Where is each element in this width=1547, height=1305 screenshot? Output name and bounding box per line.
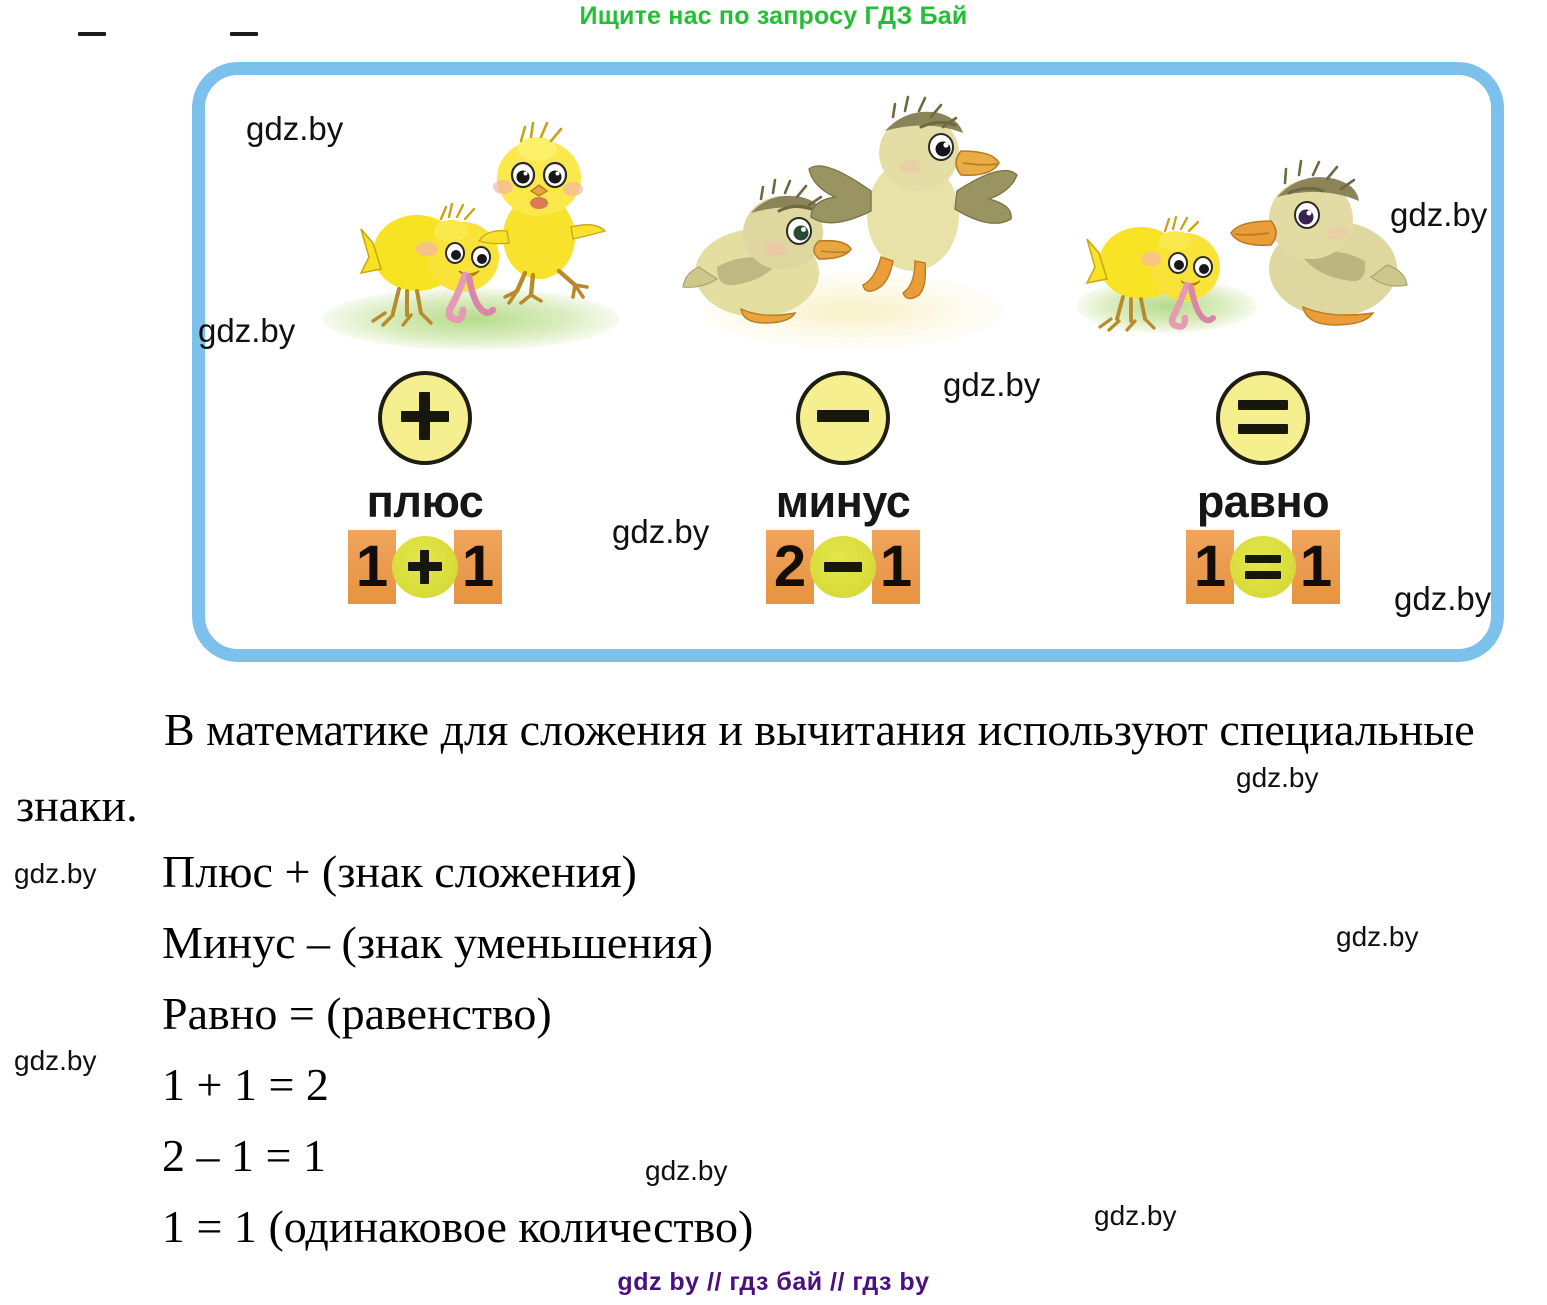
footer-links: gdz by // гдз бай // гдз by [617,1268,930,1296]
illustration-panel: плюс 1 1 [192,62,1504,662]
equation-minus: 2 1 [633,530,1053,604]
list-item: Равно = (равенство) [162,988,552,1039]
duckling-sitting-icon [679,175,869,335]
clipped-glyph-mark [78,32,106,36]
watermark: gdz.by [943,366,1041,403]
definition-list: Плюс + (знак сложения) Минус – (знак уме… [162,836,753,1262]
symbol-column-minus: минус 2 1 [633,75,1053,649]
watermark: gdz.by [1390,196,1488,233]
promo-banner: Ищите нас по запросу ГДЗ Бай [579,2,968,30]
watermark: gdz.by [246,110,344,147]
number-tile: 1 [348,530,396,604]
intro-paragraph: В математике для сложения и вычитания ис… [16,704,1475,831]
watermark: gdz.by [1336,921,1419,952]
equals-operator-icon [1230,536,1296,598]
chick-with-worm-icon [1083,205,1253,337]
operator-word-minus: минус [775,476,911,527]
watermark: gdz.by [1236,762,1319,793]
number-tile: 1 [872,530,920,604]
intro-paragraph-block: В математике для сложения и вычитания ис… [16,692,1526,844]
operator-token-minus: минус [633,371,1053,524]
operator-word-equals: равно [1196,476,1330,527]
operator-word-plus: плюс [366,476,484,527]
watermark: gdz.by [612,513,710,550]
list-item: Плюс + (знак сложения) [162,846,637,897]
duckling-flying-icon [801,95,1031,305]
symbol-column-plus: плюс 1 1 [215,75,635,649]
watermark: gdz.by [14,858,97,889]
chick-running-icon [473,121,623,308]
scene-plus [215,93,635,361]
duckling-standing-icon [1215,157,1425,337]
watermark: gdz.by [1394,580,1492,617]
watermark: gdz.by [1094,1200,1177,1231]
grass-patch-icon [323,288,619,350]
list-item: 2 – 1 = 1 [162,1130,326,1181]
plus-operator-icon [392,536,458,598]
list-item: 1 = 1 (одинаковое количество) [162,1201,754,1252]
equals-sign-icon [1216,371,1310,465]
operator-token-equals: равно [1053,371,1473,524]
number-tile: 1 [454,530,502,604]
minus-operator-icon [810,536,876,598]
symbol-column-equals: равно 1 1 [1053,75,1473,649]
number-tile: 1 [1292,530,1340,604]
number-tile: 2 [766,530,814,604]
scene-minus [633,93,1053,361]
list-item: 1 + 1 = 2 [162,1059,329,1110]
watermark: gdz.by [198,312,296,349]
clipped-glyph-mark [230,32,258,36]
scene-equals [1053,93,1473,361]
minus-sign-icon [796,371,890,465]
plus-sign-icon [378,371,472,465]
chick-with-worm-icon [355,191,535,331]
equation-plus: 1 1 [215,530,635,604]
equation-equals: 1 1 [1053,530,1473,604]
list-item: Минус – (знак уменьшения) [162,917,713,968]
operator-token-plus: плюс [215,371,635,524]
watermark: gdz.by [14,1045,97,1076]
watermark: gdz.by [645,1155,728,1186]
number-tile: 1 [1186,530,1234,604]
